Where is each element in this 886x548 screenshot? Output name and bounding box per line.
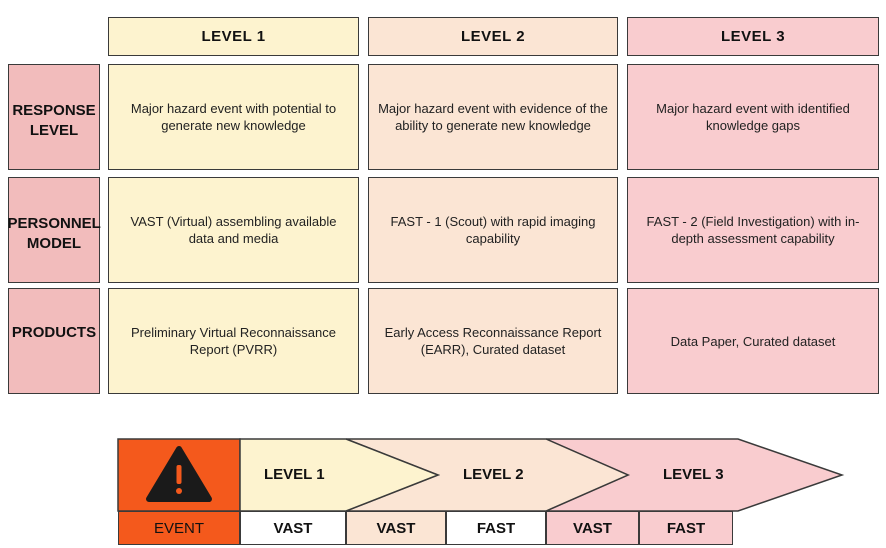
header-level-2-text: LEVEL 2: [460, 28, 526, 45]
row-label-products: PRODUCTS: [8, 288, 100, 394]
cell-response-level-2: Major hazard event with evidence of the …: [368, 64, 618, 170]
header-level-3: LEVEL 3: [627, 17, 879, 56]
team-text: VAST: [573, 519, 612, 537]
team-text: FAST: [476, 519, 516, 537]
cell-text: FAST - 1 (Scout) with rapid imaging capa…: [390, 214, 596, 246]
cell-text: FAST - 2 (Field Investigation) with in-d…: [646, 214, 860, 246]
row-label-products-text: PRODUCTS: [11, 324, 97, 341]
header-level-3-text: LEVEL 3: [720, 28, 786, 45]
cell-products-level-3: Data Paper, Curated dataset: [627, 288, 879, 394]
cell-personnel-level-3: FAST - 2 (Field Investigation) with in-d…: [627, 177, 879, 283]
event-label-text: EVENT: [153, 519, 204, 537]
row-label-personnel-model: PERSONNEL MODEL: [7, 177, 101, 283]
cell-products-level-1: Preliminary Virtual Reconnaissance Repor…: [108, 288, 359, 394]
cell-personnel-level-1: VAST (Virtual) assembling available data…: [108, 177, 359, 283]
team-level-2-fast: FAST: [446, 511, 546, 545]
cell-text: Major hazard event with identified knowl…: [656, 101, 850, 133]
team-level-3-vast: VAST: [546, 511, 639, 545]
arrow-level-2-label: LEVEL 2: [463, 466, 524, 483]
cell-text: Early Access Reconnaissance Report (EARR…: [384, 325, 602, 357]
arrow-level-3-label: LEVEL 3: [663, 466, 724, 483]
team-text: VAST: [376, 519, 416, 537]
header-level-1-text: LEVEL 1: [201, 28, 266, 45]
cell-personnel-level-2: FAST - 1 (Scout) with rapid imaging capa…: [368, 177, 618, 283]
cell-text: Major hazard event with evidence of the …: [378, 101, 608, 133]
cell-products-level-2: Early Access Reconnaissance Report (EARR…: [368, 288, 618, 394]
event-label: EVENT: [118, 511, 240, 545]
cell-text: Preliminary Virtual Reconnaissance Repor…: [131, 325, 336, 357]
cell-text: Major hazard event with potential to gen…: [130, 101, 337, 133]
header-level-2: LEVEL 2: [368, 17, 618, 56]
cell-text: VAST (Virtual) assembling available data…: [130, 214, 337, 246]
team-level-3-fast: FAST: [639, 511, 733, 545]
row-label-response-level-text: RESPONSE LEVEL: [12, 102, 96, 139]
arrow-level-1-label: LEVEL 1: [264, 466, 325, 483]
cell-response-level-1: Major hazard event with potential to gen…: [108, 64, 359, 170]
team-level-2-vast: VAST: [346, 511, 446, 545]
team-text: FAST: [666, 519, 706, 537]
header-level-1: LEVEL 1: [108, 17, 359, 56]
row-label-response-level: RESPONSE LEVEL: [8, 64, 100, 170]
arrow-level-1: [239, 438, 441, 512]
team-text: VAST: [273, 519, 313, 537]
cell-text: Data Paper, Curated dataset: [670, 333, 836, 349]
team-level-1-vast: VAST: [240, 511, 346, 545]
cell-response-level-3: Major hazard event with identified knowl…: [627, 64, 879, 170]
warning-icon: [146, 446, 212, 502]
row-label-personnel-model-text: PERSONNEL MODEL: [7, 215, 101, 252]
